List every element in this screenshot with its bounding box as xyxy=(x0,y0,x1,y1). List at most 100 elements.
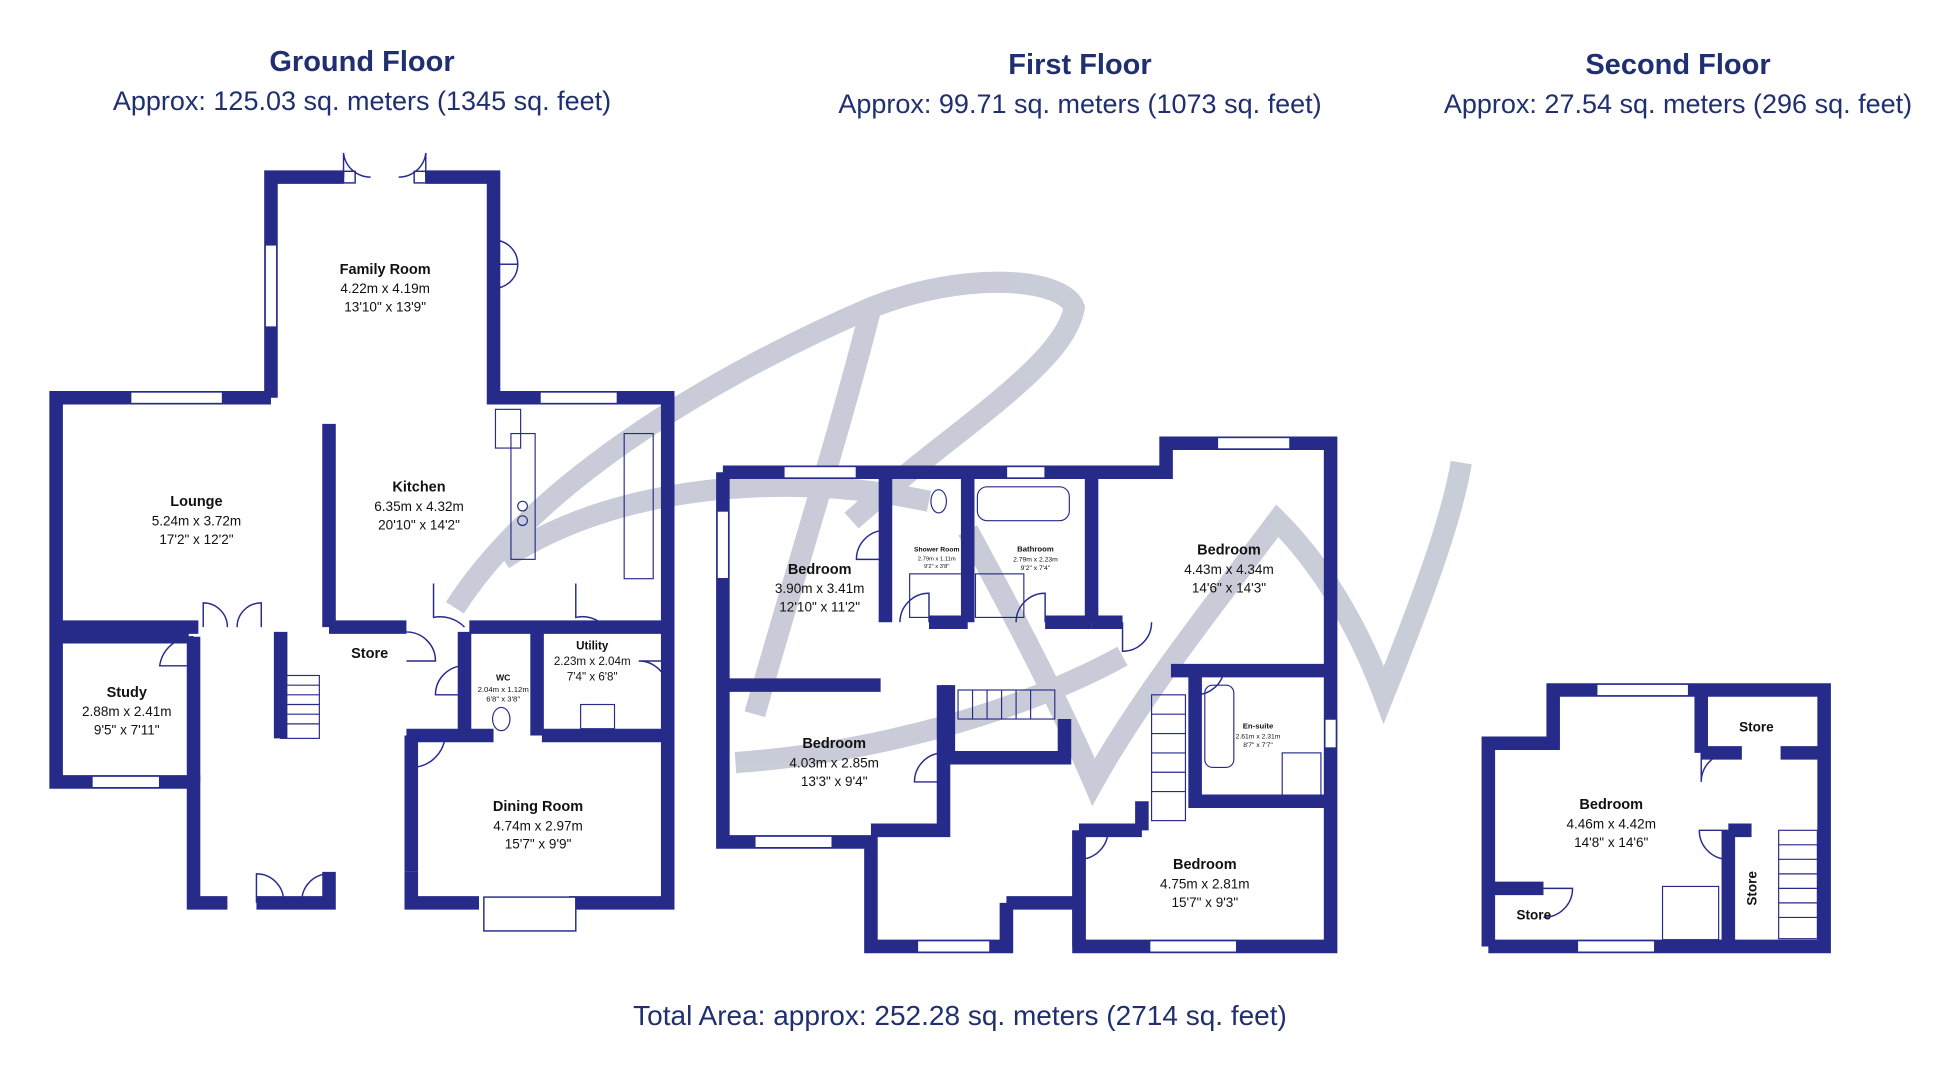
top-store-name: Store xyxy=(1739,720,1774,735)
en-suite-name: En-suite xyxy=(1243,722,1274,731)
study-metric: 2.88m x 2.41m xyxy=(82,704,171,719)
hob-ring-2-icon xyxy=(517,515,528,527)
side-store-door-icon xyxy=(1698,829,1729,861)
bathroom-name: Bathroom xyxy=(1017,545,1054,554)
utility-metric: 2.23m x 2.04m xyxy=(554,655,631,668)
bedroom-3-metric: 4.03m x 2.85m xyxy=(789,755,879,770)
utility-sink-icon xyxy=(580,703,616,730)
second-floor-cupboard-icon xyxy=(1661,885,1720,941)
shower-room-imperial: 9'2" x 3'8" xyxy=(924,564,949,570)
family-room-name: Family Room xyxy=(340,262,431,278)
ground-outer-left xyxy=(49,390,271,910)
family-door-post-right xyxy=(413,170,427,184)
utility-imperial: 7'4" x 6'8" xyxy=(567,670,618,683)
floor-plan-drawing: Family Room 4.22m x 4.19m 13'10" x 13'9"… xyxy=(49,152,1831,954)
second-outer xyxy=(1481,683,1831,954)
first-floor-heading: First Floor Approx: 99.71 sq. meters (10… xyxy=(760,48,1400,122)
family-door-right-icon xyxy=(398,152,427,178)
hall-door-left-icon xyxy=(202,602,229,628)
bath-door-icon xyxy=(1015,592,1046,623)
watermark-monogram-icon xyxy=(445,271,1472,807)
ground-floor-title: Ground Floor xyxy=(269,46,455,78)
bath-window-icon xyxy=(1005,465,1046,479)
lounge-window-icon xyxy=(129,391,224,405)
family-room-metric: 4.22m x 4.19m xyxy=(340,281,430,296)
bed3-door-icon xyxy=(913,752,944,783)
kitchen-island-icon xyxy=(510,432,536,560)
doors xyxy=(158,152,1731,919)
kitchen-sink-icon xyxy=(494,408,522,449)
bedroom-3-imperial: 13'3" x 9'4" xyxy=(801,774,868,789)
bedroom-2-metric: 4.43m x 4.34m xyxy=(1184,562,1274,577)
bedroom-4-imperial: 15'7" x 9'3" xyxy=(1171,895,1238,910)
study-imperial: 9'5" x 7'11" xyxy=(94,723,160,738)
first-stairs-icon xyxy=(957,689,1187,822)
bath-shower-tray-icon xyxy=(974,573,1025,618)
second-floor-area: Approx: 27.54 sq. meters (296 sq. feet) xyxy=(1443,89,1913,119)
ensuite-door-icon xyxy=(1194,670,1225,696)
family-side-door-2-icon xyxy=(493,263,519,290)
bedroom-3-name: Bedroom xyxy=(802,736,866,752)
side-store-name: Store xyxy=(1744,871,1759,906)
shower-tray-icon xyxy=(909,573,964,618)
ensuite-bath-icon xyxy=(1204,684,1235,768)
bedroom-5-metric: 4.46m x 4.42m xyxy=(1566,816,1656,831)
shower-room-metric: 2.79m x 1.11m xyxy=(918,556,956,562)
bed1-door-icon xyxy=(855,529,886,561)
ensuite-shower-icon xyxy=(1281,752,1322,798)
family-room-imperial: 13'10" x 13'9" xyxy=(344,300,426,315)
dining-room-metric: 4.74m x 2.97m xyxy=(493,818,583,833)
dining-door-icon xyxy=(410,735,446,769)
ground-floor-heading: Ground Floor Approx: 125.03 sq. meters (… xyxy=(52,45,672,119)
bed1-window-icon xyxy=(783,465,858,479)
wc-door-icon xyxy=(434,665,465,696)
ensuite-left-bottom xyxy=(1188,670,1331,809)
shower-room-name: Shower Room xyxy=(914,547,959,554)
landing-window-icon xyxy=(916,939,991,953)
dining-bottom-left xyxy=(404,871,480,910)
ground-store-name: Store xyxy=(351,646,388,662)
front-door-left-icon xyxy=(255,873,285,903)
kitchen-window-icon xyxy=(539,391,619,405)
family-room-wall-left xyxy=(264,170,344,398)
wc-toilet-icon xyxy=(491,706,511,732)
kitchen-imperial: 20'10" x 14'2" xyxy=(378,517,460,532)
first-floor-area: Approx: 99.71 sq. meters (1073 sq. feet) xyxy=(838,89,1322,119)
bedroom-1-imperial: 12'10" x 11'2" xyxy=(779,600,860,615)
windows xyxy=(91,170,1690,953)
wc-name: WC xyxy=(496,672,511,682)
bedroom-4-metric: 4.75m x 2.81m xyxy=(1160,876,1250,891)
bedroom-5-name: Bedroom xyxy=(1579,797,1643,813)
study-door-icon xyxy=(158,636,194,667)
first-outer-left-bottom xyxy=(716,472,1014,954)
bottom-store-name: Store xyxy=(1517,907,1552,922)
bed5-bottom-window-icon xyxy=(1576,939,1656,953)
first-floor-title: First Floor xyxy=(1008,49,1152,81)
second-floor-heading: Second Floor Approx: 27.54 sq. meters (2… xyxy=(1398,48,1958,122)
bedroom-5-imperial: 14'8" x 14'6" xyxy=(1574,835,1648,850)
en-suite-imperial: 8'7" x 7'7" xyxy=(1243,742,1273,749)
family-door-post-left xyxy=(342,170,356,184)
kitchen-door-icon xyxy=(432,583,466,628)
bedroom-4-name: Bedroom xyxy=(1173,857,1237,873)
bedroom-1-name: Bedroom xyxy=(788,562,852,578)
bedroom-1-metric: 3.90m x 3.41m xyxy=(775,581,865,596)
bedroom-2-imperial: 14'6" x 14'3" xyxy=(1192,580,1266,595)
kitchen-name: Kitchen xyxy=(392,480,445,496)
bed3-window-icon xyxy=(754,835,833,849)
study-name: Study xyxy=(107,685,147,701)
dining-room-name: Dining Room xyxy=(493,799,583,815)
lounge-imperial: 17'2" x 12'2" xyxy=(159,532,233,547)
study-window-icon xyxy=(91,775,161,789)
bed4-door-icon xyxy=(1078,830,1109,861)
kitchen-metric: 6.35m x 4.32m xyxy=(374,499,464,514)
bed1-side-window-icon xyxy=(716,510,730,580)
front-door-right-icon xyxy=(301,873,330,903)
bedroom-2-name: Bedroom xyxy=(1197,543,1261,559)
second-stairs-icon xyxy=(1778,829,1818,940)
total-area: Total Area: approx: 252.28 sq. meters (2… xyxy=(633,1000,1287,1031)
utility-door-icon xyxy=(575,583,606,628)
wc-metric: 2.04m x 1.12m xyxy=(478,685,529,694)
kitchen-counter-icon xyxy=(623,432,654,580)
hob-ring-icon xyxy=(517,500,528,512)
